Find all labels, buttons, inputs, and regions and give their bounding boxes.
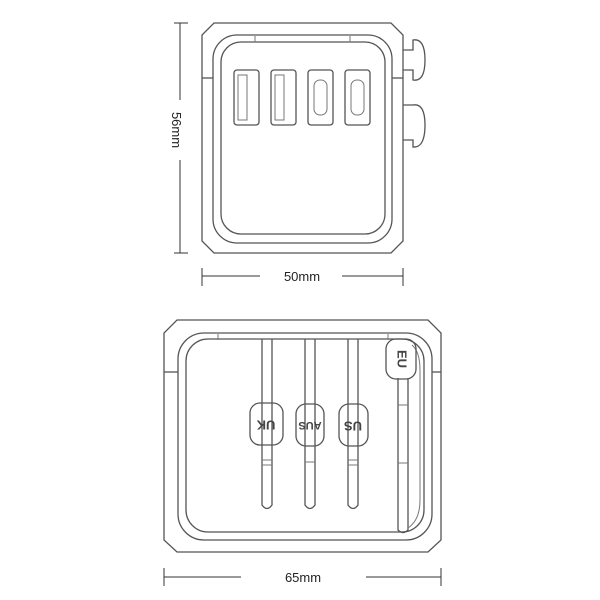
usb-c-port <box>307 69 334 126</box>
top-view: 56mm 50mm <box>169 22 426 286</box>
usb-a-port <box>233 69 260 126</box>
bottom-outer-body <box>163 319 442 553</box>
width-dimension-top: 50mm <box>201 268 404 286</box>
bottom-inner-frame <box>177 332 433 541</box>
uk-label: UK <box>256 418 275 433</box>
top-outer-body <box>201 22 404 254</box>
us-label: US <box>344 419 362 434</box>
top-inner-frame <box>212 34 393 244</box>
bottom-view: UK AUS US EU 65mm <box>163 319 442 586</box>
top-face <box>220 41 386 235</box>
usb-c-port <box>344 69 371 126</box>
us-plug: US <box>338 339 369 510</box>
height-label: 56mm <box>169 112 184 148</box>
top-width-label: 50mm <box>284 269 320 284</box>
bottom-width-label: 65mm <box>285 570 321 585</box>
uk-plug: UK <box>249 339 284 510</box>
usb-a-port <box>270 69 297 126</box>
slider-knob <box>403 104 426 148</box>
eu-plug: EU <box>385 338 421 534</box>
height-dimension: 56mm <box>169 22 188 254</box>
slider-knob <box>403 39 426 81</box>
aus-plug: AUS <box>295 339 325 510</box>
aus-label: AUS <box>298 419 321 431</box>
eu-label: EU <box>395 350 410 368</box>
width-dimension-bottom: 65mm <box>163 568 442 586</box>
